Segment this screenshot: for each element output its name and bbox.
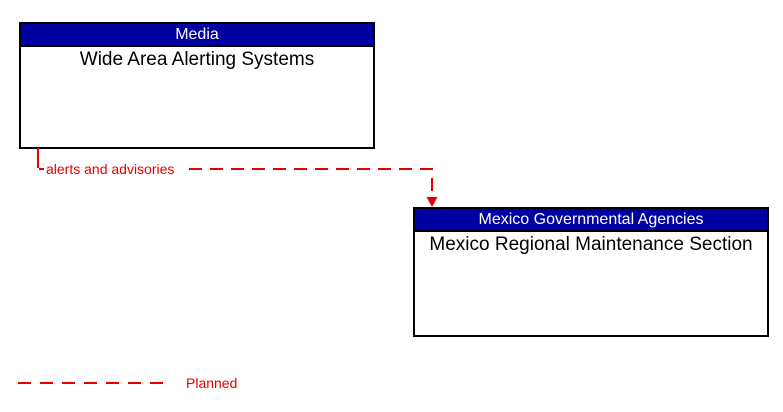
entity-body-wide-area-alerting-systems: Wide Area Alerting Systems [79,49,315,70]
entity-header-mexico-governmental-agencies: Mexico Governmental Agencies [415,209,767,232]
entity-box-media[interactable]: Media Wide Area Alerting Systems [19,22,375,149]
entity-box-mexico-governmental-agencies[interactable]: Mexico Governmental Agencies Mexico Regi… [413,207,769,337]
entity-body-mexico-regional-maintenance-section: Mexico Regional Maintenance Section [429,234,753,255]
flow-label-alerts-and-advisories: alerts and advisories [46,161,175,177]
entity-header-media: Media [21,24,373,47]
connector-arrowhead [426,197,438,207]
connector-dashed-path [189,168,433,198]
legend-label-planned: Planned [186,375,238,391]
